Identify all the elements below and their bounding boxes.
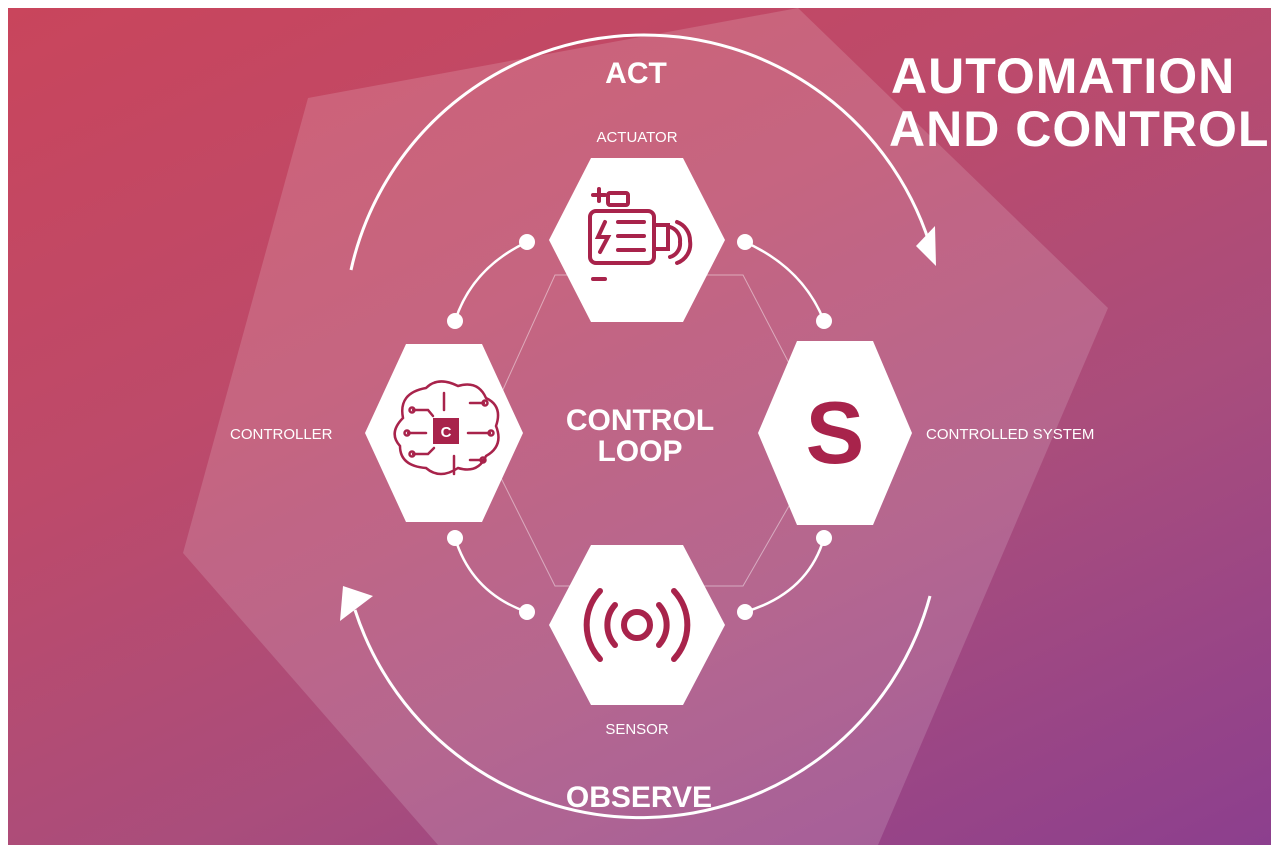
letter-s-icon: S [806,383,865,482]
signal-waves-icon [583,588,691,662]
chip-icon [433,418,459,444]
sensor-label: SENSOR [605,721,669,738]
act-label: ACT [605,57,667,90]
observe-label: OBSERVE [566,781,712,814]
sensor-node: SENSOR [549,545,725,738]
actuator-node: ACTUATOR [549,129,725,322]
controller-node: C CONTROLLER [230,344,523,522]
title-line2: AND CONTROL [889,101,1269,157]
act-arc [349,33,935,271]
electric-motor-icon [588,187,693,281]
background-polygon [183,8,1108,845]
connector-dots [447,234,832,620]
observe-arc [353,595,932,820]
observe-arrowhead-icon [340,586,373,621]
infographic: ACTUATOR S CONTROLLED SYSTEM SENSOR [8,8,1271,845]
chip-letter: C [441,424,452,441]
actuator-label: ACTUATOR [596,129,677,146]
title-line1: AUTOMATION [891,48,1235,104]
act-arrowhead-icon [916,226,936,266]
center-label-line2: LOOP [597,435,682,468]
connectors [453,240,826,614]
controller-label: CONTROLLER [230,426,333,443]
center-label-line1: CONTROL [566,404,714,437]
control-loop-diagram: ACTUATOR S CONTROLLED SYSTEM SENSOR [183,8,1269,845]
controlled-system-label: CONTROLLED SYSTEM [926,426,1094,443]
controlled-system-node: S CONTROLLED SYSTEM [758,341,1094,525]
brain-circuit-icon [393,380,500,476]
